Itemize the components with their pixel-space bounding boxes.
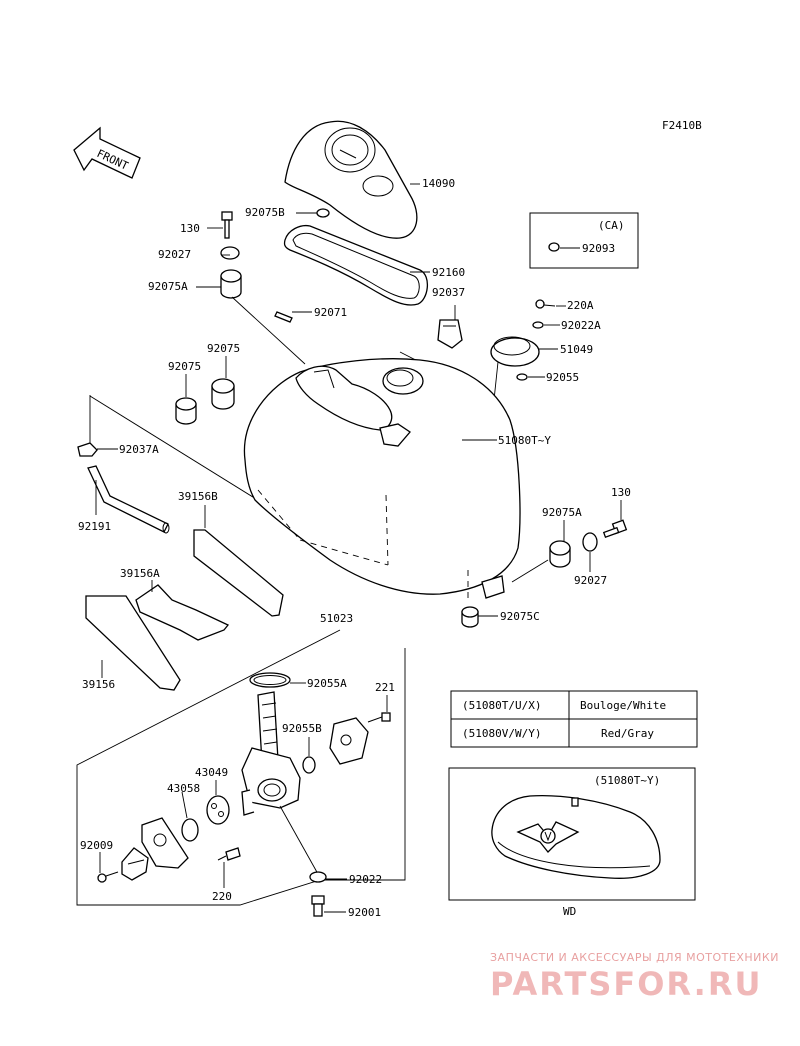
washer-part [548, 242, 560, 252]
callout-92022: 92022 [349, 873, 382, 886]
fuel-tap-part [241, 691, 301, 816]
o-ring-part [516, 373, 528, 381]
callout-92001: 92001 [348, 906, 381, 919]
color-table: (51080T/U/X) Boulоge/White (51080V/W/Y) … [450, 690, 698, 748]
callout-92055a: 92055A [307, 677, 347, 690]
color-table-color: Boulоge/White [580, 699, 666, 712]
callout-92055: 92055 [546, 371, 579, 384]
hose-part [87, 465, 170, 534]
callout-39156b: 39156B [178, 490, 218, 503]
color-table-code: (51080V/W/Y) [462, 727, 541, 740]
callout-221: 221 [375, 681, 395, 694]
screw-part [97, 871, 119, 883]
callout-51080: 51080T~Y [498, 434, 551, 447]
washer-part [309, 871, 327, 883]
screw-part [535, 299, 556, 309]
callout-220: 220 [212, 890, 232, 903]
pad-part [85, 595, 181, 691]
assembly-bracket [76, 629, 406, 906]
callout-92075a-right: 92075A [542, 506, 582, 519]
callout-92037: 92037 [432, 286, 465, 299]
o-ring-part [181, 818, 199, 842]
ca-box-title: (CA) [598, 219, 625, 232]
o-ring-part [249, 672, 291, 688]
damper-part [175, 397, 197, 425]
callout-92027-top: 92027 [158, 248, 191, 261]
callout-92055b: 92055B [282, 722, 322, 735]
diaphragm-part [206, 795, 230, 825]
ca-box-part: 92093 [582, 242, 615, 255]
collar-part [582, 532, 598, 552]
screw-part [367, 712, 391, 723]
callout-92071: 92071 [314, 306, 347, 319]
tank-emblem-icon [491, 795, 661, 879]
clip-part [77, 442, 98, 457]
watermark: ЗАПЧАСТИ И АКСЕССУАРЫ ДЛЯ МОТОТЕХНИКИ PA… [490, 951, 779, 1003]
figure-code: F2410B [662, 119, 702, 132]
damper-part [220, 269, 242, 299]
callout-92075-b: 92075 [168, 360, 201, 373]
bolt-part [311, 895, 325, 917]
callout-92075-a: 92075 [207, 342, 240, 355]
watermark-brand: PARTSFOR.RU [490, 965, 762, 1003]
callout-43058: 43058 [167, 782, 200, 795]
bolt-part [221, 211, 233, 239]
callout-51049: 51049 [560, 343, 593, 356]
callout-92075c: 92075C [500, 610, 540, 623]
watermark-tagline: ЗАПЧАСТИ И АКСЕССУАРЫ ДЛЯ МОТОТЕХНИКИ [490, 951, 779, 964]
pin-part [274, 311, 293, 323]
o-ring-part [302, 756, 316, 774]
damper-part [549, 540, 571, 568]
pad-part [193, 529, 284, 617]
callout-130-right: 130 [611, 486, 631, 499]
housing-part [141, 817, 189, 869]
wd-caption: WD [563, 905, 576, 918]
callout-92037a: 92037A [119, 443, 159, 456]
callout-39156: 39156 [82, 678, 115, 691]
callout-220a: 220A [567, 299, 594, 312]
collar-part [220, 246, 240, 260]
callout-92027-right: 92027 [574, 574, 607, 587]
bolt-part [602, 519, 628, 539]
callout-92160: 92160 [432, 266, 465, 279]
screw-part [217, 847, 241, 861]
pad-part [135, 584, 230, 641]
damper-part [461, 606, 479, 628]
color-table-color: Red/Gray [601, 727, 654, 740]
meter-cover-part [284, 120, 418, 239]
damper-part [211, 378, 235, 410]
callout-92075a-top: 92075A [148, 280, 188, 293]
callout-92022a: 92022A [561, 319, 601, 332]
knob-part [121, 847, 149, 881]
callout-92191: 92191 [78, 520, 111, 533]
color-table-code: (51080T/U/X) [462, 699, 541, 712]
front-arrow-icon: FRONT [73, 126, 141, 179]
fuel-tank-part [243, 358, 521, 600]
gasket-part [283, 224, 428, 306]
callout-43049: 43049 [195, 766, 228, 779]
cap-part [490, 336, 540, 367]
callout-92009: 92009 [80, 839, 113, 852]
callout-51023: 51023 [320, 612, 353, 625]
washer-part [316, 208, 330, 218]
washer-part [532, 321, 544, 329]
callout-92075b: 92075B [245, 206, 285, 219]
callout-14090: 14090 [422, 177, 455, 190]
cover-plate-part [329, 717, 369, 765]
wd-inset-title: (51080T~Y) [594, 774, 660, 787]
ca-box: (CA) 92093 [529, 212, 639, 269]
wd-inset: (51080T~Y) WD [448, 767, 696, 918]
clamp-part [437, 319, 463, 349]
callout-39156a: 39156A [120, 567, 160, 580]
callout-130-top: 130 [180, 222, 200, 235]
